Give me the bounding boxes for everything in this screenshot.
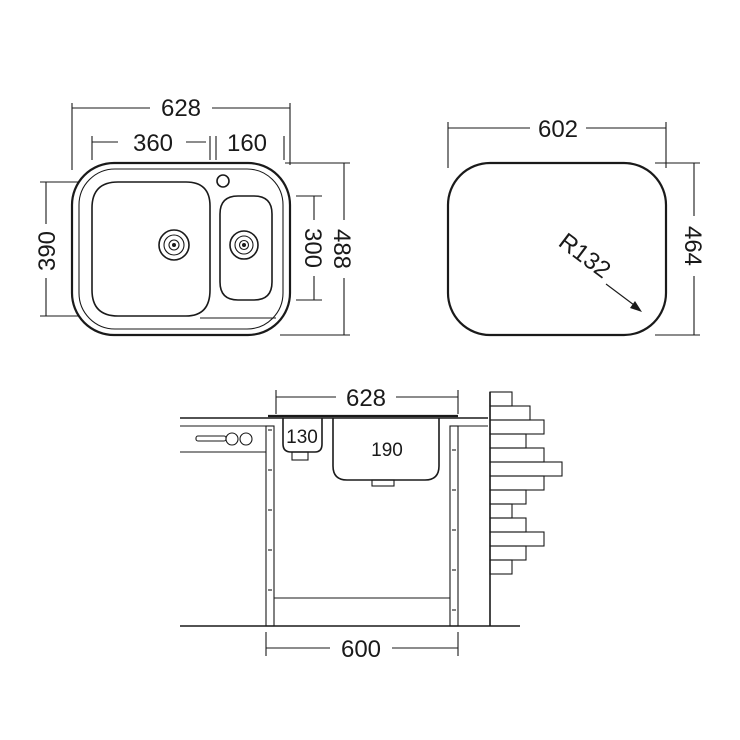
cabinet-handle xyxy=(195,435,227,442)
cutout-view: 602 464 R132 xyxy=(446,116,706,337)
dim-overall-width: 628 xyxy=(71,95,291,170)
dim-cutout-height: 464 xyxy=(655,162,706,336)
dim-cabinet-width: 600 xyxy=(265,632,459,663)
dim-cutout-width: 602 xyxy=(447,116,667,168)
adjacent-cabinet-front xyxy=(180,432,266,453)
brick-wall xyxy=(489,391,563,626)
dim-main-bowl-depth-section: 190 xyxy=(371,440,403,461)
small-bowl-drain-section xyxy=(291,451,309,461)
dim-small-bowl-width-label: 160 xyxy=(227,130,267,157)
dim-cutout-width-label: 602 xyxy=(538,116,578,143)
sink-top-view: 628 360 160 390 300 xyxy=(34,95,355,337)
dim-overall-depth: 390 xyxy=(34,181,78,317)
dim-overall-width-label: 628 xyxy=(161,95,201,122)
dim-cabinet-width-label: 600 xyxy=(341,636,381,663)
cabinet-right-wall xyxy=(449,425,459,627)
dim-small-bowl-depth-label: 300 xyxy=(299,228,326,268)
sink-inner-rim xyxy=(78,168,284,330)
cutout-outline xyxy=(446,161,668,337)
sink-outer-rim xyxy=(70,161,292,337)
dim-total-depth: 488 xyxy=(280,162,355,336)
dim-main-bowl-width-label: 360 xyxy=(133,130,173,157)
cabinet-left-wall xyxy=(265,425,275,627)
dim-section-width-label: 628 xyxy=(346,385,386,412)
dim-bowl-widths: 360 160 xyxy=(91,130,285,160)
main-bowl-outline xyxy=(91,181,211,317)
small-bowl-outline xyxy=(219,195,273,301)
main-bowl-drain-section xyxy=(371,479,395,487)
dim-small-bowl-depth: 300 xyxy=(296,195,326,301)
countertop xyxy=(180,417,488,427)
dim-small-bowl-depth-section: 130 xyxy=(286,427,318,448)
main-drain xyxy=(158,229,190,261)
cabinet-knob xyxy=(225,432,239,446)
dim-cutout-radius: R132 xyxy=(553,228,642,312)
section-view: 130 190 628 xyxy=(180,385,563,663)
dim-overall-depth-label: 390 xyxy=(34,231,61,271)
cabinet-knob xyxy=(239,432,253,446)
tap-hole xyxy=(216,174,230,188)
dim-cutout-height-label: 464 xyxy=(679,226,706,266)
dim-section-width: 628 xyxy=(275,385,459,414)
small-bowl-drain xyxy=(229,230,259,260)
dim-total-depth-label: 488 xyxy=(328,229,355,269)
dim-cutout-radius-label: R132 xyxy=(553,228,615,284)
